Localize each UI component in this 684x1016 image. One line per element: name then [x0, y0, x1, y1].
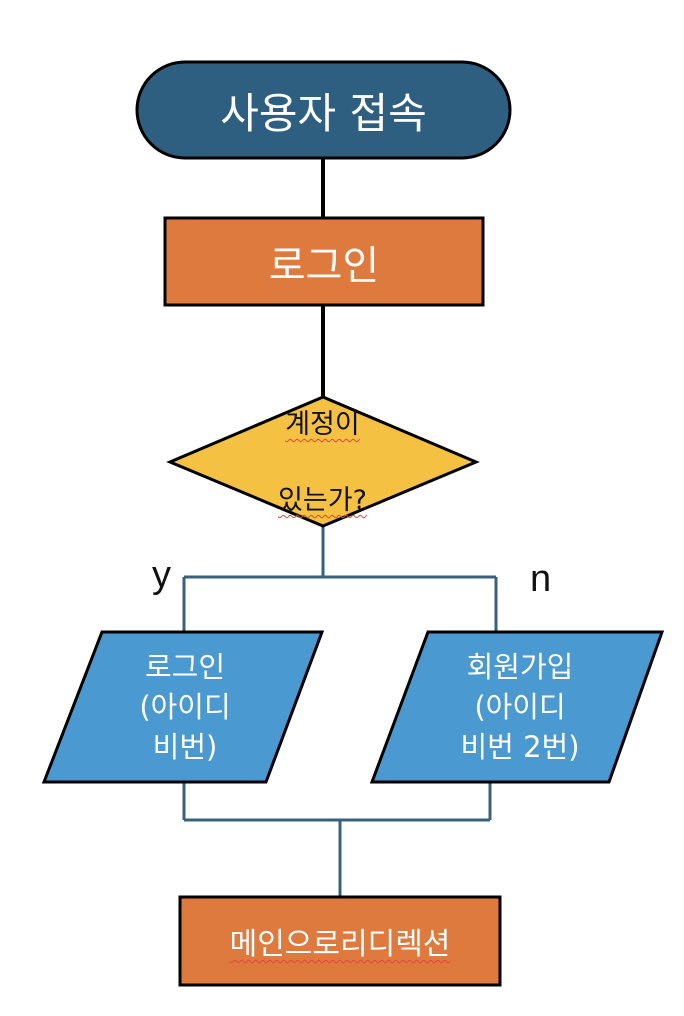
- process-redirect-shape: [178, 895, 502, 987]
- decision-shape: [166, 395, 480, 528]
- redirect-text: 메인으로리디렉션: [229, 927, 451, 962]
- io-login-shape: [41, 630, 325, 784]
- login-process-label: 로그인: [268, 242, 380, 289]
- start-label: 사용자 접속: [220, 88, 427, 138]
- decision-line-1: 계정이: [285, 409, 360, 440]
- decision-line-2: 있는가?: [278, 485, 367, 516]
- redirect-label: 메인으로리디렉션: [180, 897, 500, 985]
- io-signup-shape: [369, 630, 665, 784]
- branch-no-label: n: [530, 558, 552, 600]
- process-login-shape: [163, 216, 485, 307]
- decision-label: 계정이 있는가?: [215, 408, 430, 518]
- branch-yes-label: y: [152, 554, 171, 596]
- terminal-start-shape: [135, 60, 512, 160]
- login-input-label: 로그인 (아이디 비번): [139, 650, 231, 764]
- signup-input-label: 회원가입 (아이디 비번 2번): [460, 650, 580, 764]
